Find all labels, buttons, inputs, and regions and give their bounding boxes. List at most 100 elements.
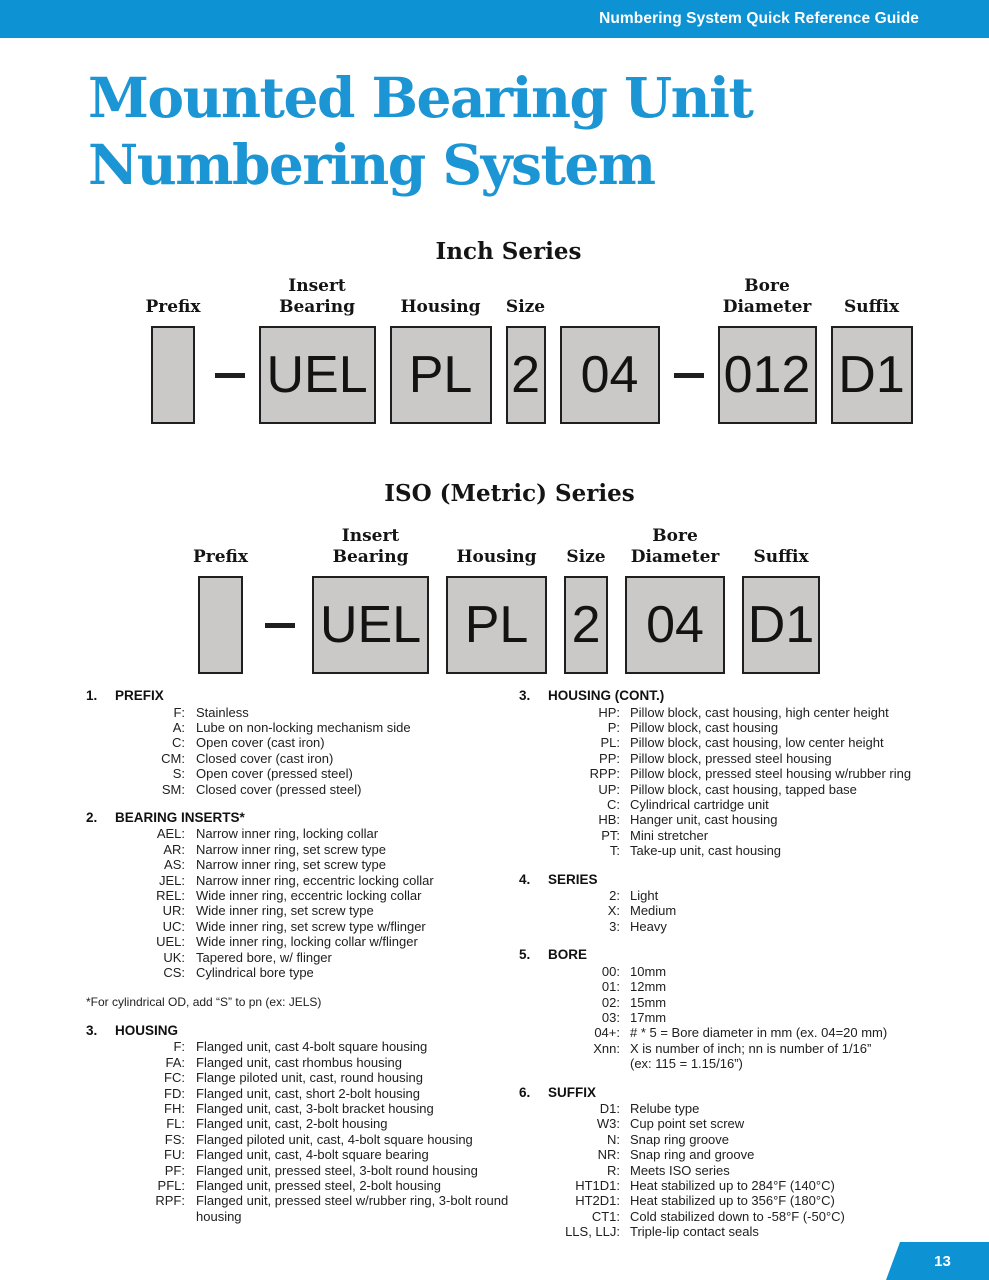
entry-description: Closed cover (cast iron) [196,750,334,766]
entry-description: Snap ring and groove [630,1147,755,1163]
reference-column-right: 3.HOUSING (CONT.) HP:Pillow block, cast h… [519,688,989,1239]
section-title: HOUSING (CONT.) [548,688,665,704]
entry-description: Narrow inner ring, locking collar [196,826,379,842]
code-entry: D1:Relube type [519,1101,989,1116]
section-title: HOUSING [115,1022,179,1038]
section-number: 3. [86,1022,98,1038]
segment-box [151,326,195,425]
code-entry: FD:Flanged unit, cast, short 2-bolt hous… [86,1086,510,1101]
entry-description: Flanged unit, cast 4-bolt square housing [196,1039,428,1055]
code-entry: 01:12mm [519,979,989,994]
code-entry: CM:Closed cover (cast iron) [86,751,510,766]
code-segment: Prefix [193,522,248,675]
code-entry: N:Snap ring groove [519,1132,989,1147]
entry-description: Pillow block, pressed steel housing [630,750,832,766]
entry-code: 2: [609,888,620,904]
code-entry: 00:10mm [519,964,989,979]
entry-code: PF: [164,1162,185,1178]
entry-description: Stainless [196,704,249,720]
entry-code: 3: [609,918,620,934]
dash-icon [214,372,245,378]
entry-code: P: [607,720,620,735]
page-title-line1: Mounted Bearing Unit [88,65,754,130]
entry-description: 10mm [630,963,667,979]
header-title: Numbering System Quick Reference Guide [599,10,919,27]
segment-label: Suffix [753,547,809,568]
segment-label: Housing [400,297,481,318]
entry-description: Meets ISO series [630,1162,730,1178]
segment-label: Bore Diameter [722,276,812,318]
entry-code: HT2D1: [575,1193,620,1209]
section-heading: 3.HOUSING (CONT.) [519,688,989,703]
code-segment: 04 [559,272,660,425]
entry-description: Snap ring groove [630,1131,730,1147]
entry-description: Relube type [630,1100,700,1116]
entry-code: S: [172,766,185,782]
entry-description: Flange piloted unit, cast, round housing [196,1070,423,1086]
dash-icon [265,622,296,628]
entry-code: Xnn: [593,1040,620,1056]
entry-description: Flanged unit, pressed steel, 2-bolt hous… [196,1177,441,1193]
code-entry: AS:Narrow inner ring, set screw type [86,857,510,872]
entry-code: UP: [598,781,620,797]
code-entry: UR:Wide inner ring, set screw type [86,903,510,918]
entry-code: PT: [601,827,620,843]
code-entry: FH:Flanged unit, cast, 3-bolt bracket ho… [86,1101,510,1116]
page-title-line2: Numbering System [88,132,656,198]
entry-description: Open cover (pressed steel) [196,766,353,782]
code-entry: PP:Pillow block, pressed steel housing [519,751,989,766]
code-entry: RPF:Flanged unit, pressed steel w/rubber… [86,1193,510,1224]
segment-box: 2 [564,576,609,675]
section-title: BORE [548,947,588,963]
entry-description: Closed cover (pressed steel) [196,781,362,797]
entry-code: JEL: [158,872,185,888]
code-entry: UK:Tapered bore, w/ flinger [86,950,510,965]
section-heading: 2.BEARING INSERTS* [86,810,510,825]
code-entry: C:Cylindrical cartridge unit [519,797,989,812]
code-entry: 04+:# * 5 = Bore diameter in mm (ex. 04=… [519,1025,989,1040]
entry-code: FD: [164,1085,185,1101]
segment-box: UEL [312,576,430,675]
entry-code: C: [172,735,185,751]
entry-description: Flanged unit, pressed steel, 3-bolt roun… [196,1162,478,1178]
section-heading: 4.SERIES [519,872,989,887]
code-entry: 03:17mm [519,1010,989,1025]
entry-description: Take-up unit, cast housing [630,843,782,859]
code-entry: C:Open cover (cast iron) [86,735,510,750]
segment-label: Size [505,297,546,318]
section-heading: 3. HOUSING [86,1023,510,1038]
code-entry: HP:Pillow block, cast housing, high cent… [519,705,989,720]
code-entry: HB:Hanger unit, cast housing [519,812,989,827]
entry-description: Wide inner ring, set screw type w/flinge… [196,918,426,934]
entry-description: Heavy [630,918,667,934]
code-entry: A:Lube on non-locking mechanism side [86,720,510,735]
entry-code: T: [609,843,620,859]
entry-description: # * 5 = Bore diameter in mm (ex. 04=20 m… [630,1025,888,1041]
entry-description: Cylindrical cartridge unit [630,797,769,813]
code-entry: LLS, LLJ:Triple-lip contact seals [519,1224,989,1239]
code-entry: PFL:Flanged unit, pressed steel, 2-bolt … [86,1178,510,1193]
code-entry: X:Medium [519,903,989,918]
segment-box: 012 [717,326,817,425]
entry-description: Mini stretcher [630,827,709,843]
entry-code: RPF: [155,1193,185,1209]
code-entry: Xnn: X is number of inch; nn is number of… [519,1041,989,1072]
footnote: *For cylindrical OD, add “S” to pn (ex: … [86,994,322,1009]
segment-box: 2 [505,326,546,425]
code-entry: F:Flanged unit, cast 4-bolt square housi… [86,1039,510,1054]
section-number: 5. [519,947,531,963]
entry-code: F: [173,704,185,720]
code-entry: FS:Flanged piloted unit, cast, 4-bolt sq… [86,1132,510,1147]
list-section: 3.HOUSING (CONT.) HP:Pillow block, cast h… [519,688,989,858]
dash-separator [265,576,296,674]
entry-description: X is number of inch; nn is number of 1/1… [630,1040,872,1072]
entry-description: Lube on non-locking mechanism side [196,720,411,735]
entry-description: Hanger unit, cast housing [630,812,778,828]
entry-code: FA: [165,1054,185,1070]
